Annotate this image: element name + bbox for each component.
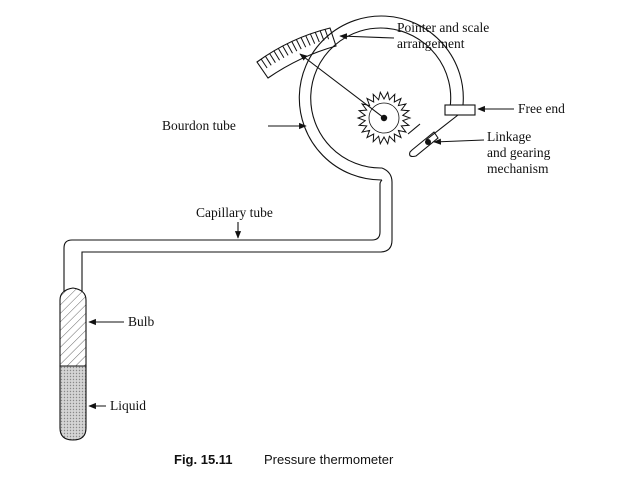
scale-tick <box>319 30 325 41</box>
label-bourdon-tube: Bourdon tube <box>162 118 236 133</box>
scale-tick <box>282 45 289 56</box>
liquid-fill <box>59 365 87 441</box>
scale-tick <box>286 43 293 54</box>
scale-tick <box>264 55 272 66</box>
bourdon-tube <box>298 15 464 181</box>
scale-arc <box>256 27 337 79</box>
scale-tick <box>269 53 276 63</box>
pointer <box>299 53 385 119</box>
scale-tick <box>305 35 311 46</box>
bulb <box>59 287 87 441</box>
scale-tick <box>314 32 320 43</box>
label-liquid: Liquid <box>110 398 146 413</box>
scale-tick <box>291 41 298 52</box>
label-pointer-scale-1: Pointer and scale <box>397 20 489 35</box>
scale-tick <box>300 37 307 48</box>
label-free-end: Free end <box>518 101 565 116</box>
scale-tick <box>273 50 281 61</box>
capillary-tube <box>63 167 393 292</box>
scale-tick <box>277 48 285 58</box>
scale-tick <box>295 39 302 50</box>
linkage-sector <box>407 114 459 158</box>
scale-tick <box>324 29 330 40</box>
label-linkage-1: Linkage <box>487 129 531 144</box>
scale-tick <box>309 33 316 44</box>
scale-tick <box>260 58 268 69</box>
arrow-pointer-scale <box>339 33 395 40</box>
figure-number: Fig. 15.11 <box>174 452 233 467</box>
label-bulb: Bulb <box>128 314 155 329</box>
label-linkage-2: and gearing <box>487 145 551 160</box>
figure-title: Pressure thermometer <box>264 452 394 467</box>
arrow-linkage <box>433 138 485 145</box>
free-end-block <box>444 104 476 116</box>
label-pointer-scale-2: arrangement <box>397 36 465 51</box>
label-capillary-tube: Capillary tube <box>196 205 273 220</box>
label-linkage-3: mechanism <box>487 161 549 176</box>
